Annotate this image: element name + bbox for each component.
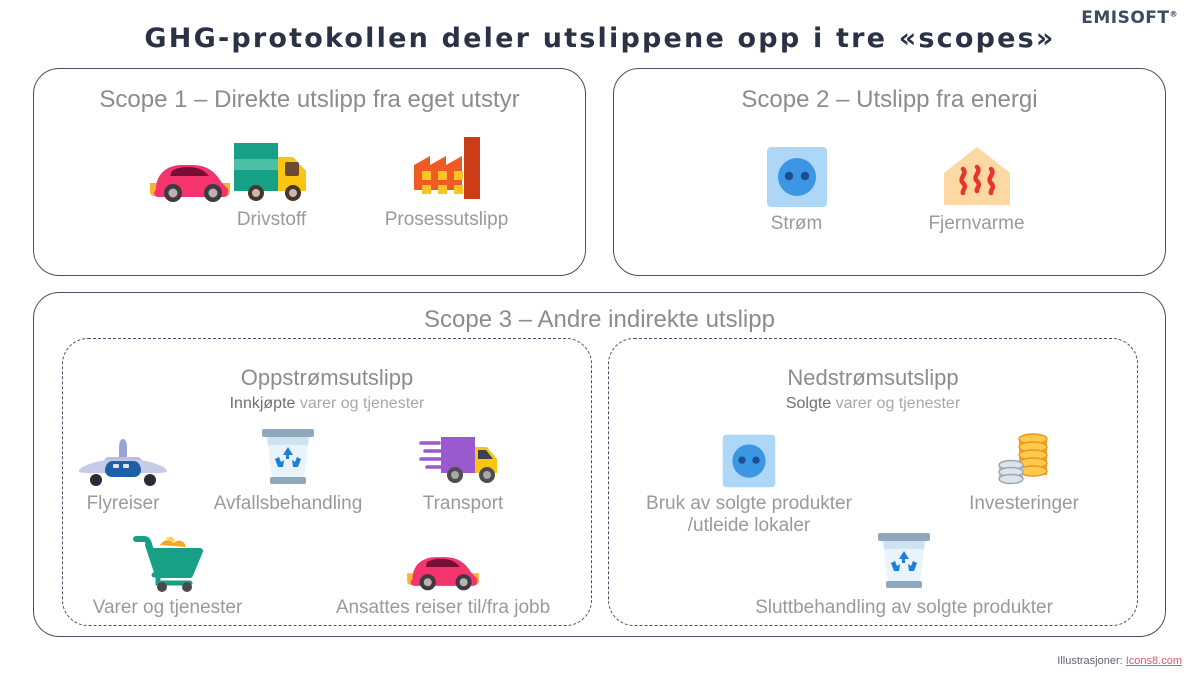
scope2-item-heat-label: Fjernvarme	[928, 213, 1025, 234]
upstream-subtitle-strong: Innkjøpte	[229, 395, 296, 412]
upstream-item-waste: Avfallsbehandling	[198, 425, 378, 515]
registered-mark: ®	[1169, 9, 1178, 19]
scope2-item-heat: Fjernvarme	[889, 131, 1064, 235]
credit-prefix: Illustrasjoner:	[1057, 655, 1126, 667]
scope2-item-power-label: Strøm	[770, 213, 823, 234]
brand-name: EMISOFT	[1081, 8, 1170, 28]
scope-3-title: Scope 3 – Andre indirekte utslipp	[424, 306, 775, 333]
downstream-subtitle-strong: Solgte	[785, 395, 832, 412]
downstream-item-disposal-label: Sluttbehandling av solgte produkter	[755, 597, 1053, 618]
recycle-bin-icon	[724, 531, 1084, 593]
upstream-title: Oppstrømsutslipp	[240, 365, 414, 390]
downstream-title: Nedstrømsutslipp	[787, 365, 959, 390]
upstream-subtitle-rest: varer og tjenester	[295, 395, 425, 412]
scope2-item-power: Strøm	[719, 131, 874, 235]
upstream-item-flights: Flyreiser	[58, 429, 188, 515]
downstream-item-use-label: Bruk av solgte produkter /utleide lokale…	[646, 493, 852, 537]
upstream-item-commute-label: Ansattes reiser til/fra jobb	[335, 597, 551, 618]
downstream-item-disposal: Sluttbehandling av solgte produkter	[724, 531, 1084, 619]
upstream-item-flights-label: Flyreiser	[86, 493, 160, 514]
downstream-item-investments-label: Investeringer	[969, 493, 1079, 514]
recycle-bin-icon	[198, 425, 378, 489]
power-socket-icon	[619, 427, 879, 489]
upstream-item-goods-label: Varer og tjenester	[92, 597, 243, 618]
downstream-panel: Nedstrømsutslipp Solgte varer og tjenest…	[608, 338, 1138, 626]
scope1-item-factory-label: Prosessutslipp	[384, 209, 509, 230]
power-socket-icon	[719, 131, 874, 209]
scope-1-title: Scope 1 – Direkte utslipp fra eget utsty…	[99, 86, 520, 113]
shopping-cart-icon	[75, 531, 260, 593]
truck-icon	[194, 127, 349, 205]
upstream-subtitle: Innkjøpte varer og tjenester	[63, 395, 591, 413]
upstream-item-transport-label: Transport	[422, 493, 504, 514]
upstream-item-commute: Ansattes reiser til/fra jobb	[303, 541, 583, 619]
factory-icon	[359, 127, 534, 205]
upstream-item-goods: Varer og tjenester	[75, 531, 260, 619]
downstream-subtitle: Solgte varer og tjenester	[609, 395, 1137, 413]
district-heat-icon	[889, 131, 1064, 209]
scope1-item-car	[120, 143, 260, 209]
car-icon	[303, 541, 583, 593]
illustration-credit: Illustrasjoner: Icons8.com	[1057, 655, 1182, 667]
scope-1-panel: Scope 1 – Direkte utslipp fra eget utsty…	[33, 68, 586, 276]
emisoft-logo: EMISOFT®	[1081, 8, 1178, 28]
delivery-truck-icon	[393, 425, 533, 489]
upstream-panel: Oppstrømsutslipp Innkjøpte varer og tjen…	[62, 338, 592, 626]
icons8-link[interactable]: Icons8.com	[1125, 655, 1182, 667]
car-icon	[120, 143, 260, 205]
downstream-subtitle-rest: varer og tjenester	[831, 395, 961, 412]
scope1-item-factory: Prosessutslipp	[359, 127, 534, 231]
airplane-icon	[58, 429, 188, 489]
scope-2-title: Scope 2 – Utslipp fra energi	[741, 86, 1038, 113]
scope1-item-truck-label: Drivstoff	[236, 209, 307, 230]
upstream-item-waste-label: Avfallsbehandling	[213, 493, 363, 514]
scope1-item-truck: Drivstoff	[194, 127, 349, 231]
scope-2-panel: Scope 2 – Utslipp fra energi Strøm Fj	[613, 68, 1166, 276]
upstream-item-transport: Transport	[393, 425, 533, 515]
downstream-item-use: Bruk av solgte produkter /utleide lokale…	[619, 427, 879, 537]
downstream-item-investments: Investeringer	[929, 425, 1119, 515]
scope-3-panel: Scope 3 – Andre indirekte utslipp	[33, 292, 1166, 637]
page-title: GHG-protokollen deler utslippene opp i t…	[144, 23, 1056, 54]
coins-icon	[929, 425, 1119, 489]
